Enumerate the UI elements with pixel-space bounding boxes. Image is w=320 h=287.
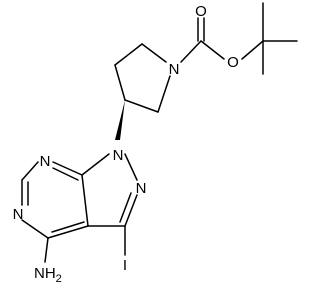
bond-c3a-c7a — [81, 174, 89, 227]
bond-c7a-n7-a — [52, 161, 83, 176]
chemical-structure: O O N N N N N NH2 I — [13, 2, 298, 285]
atom-labels: O O N N N N N NH2 I — [13, 3, 239, 285]
bond-c-top-n — [141, 43, 167, 63]
bond-c4-amine — [44, 237, 49, 263]
bond-n1-n2 — [124, 153, 138, 181]
bond-n5-c4 — [21, 219, 49, 239]
bond-n1-c7a — [81, 153, 110, 176]
bonds — [21, 2, 298, 263]
bond-c-stereo-c-upper — [114, 64, 126, 101]
atom-n-pyrimidine-top: N — [40, 153, 51, 170]
bond-c7a-n7-b — [52, 167, 79, 181]
bond-carbonyl-carbon-n — [180, 40, 202, 63]
atom-n-pyrazole-1: N — [113, 147, 124, 164]
atom-n-pyrimidine-left: N — [13, 206, 24, 223]
atom-iodine: I — [123, 257, 127, 274]
bond-n-c-lower — [157, 75, 171, 113]
bond-c-lower-c-stereo — [124, 99, 159, 113]
atom-n-pyrrolidine: N — [169, 61, 180, 78]
bond-n2-c3-b — [119, 192, 132, 223]
bond-n7-c6 — [21, 161, 39, 181]
atom-o-ester: O — [227, 54, 239, 71]
atom-n-pyrazole-2: N — [136, 180, 147, 197]
bond-n2-c3-a — [124, 194, 138, 227]
bond-c4-c3a-b — [51, 221, 85, 233]
bond-tbu-o-ester — [241, 40, 264, 60]
bond-c4-c3a-a — [47, 225, 89, 239]
bond-stereo-wedge — [115, 100, 125, 140]
bond-c-upper-c-top — [114, 43, 143, 66]
atom-o-carbonyl: O — [195, 3, 207, 20]
amine-subscript: 2 — [56, 273, 62, 285]
amine-label: NH — [34, 265, 56, 282]
bond-o-ester-carbonyl-carbon — [200, 40, 225, 60]
atom-amine: NH2 — [34, 265, 62, 285]
